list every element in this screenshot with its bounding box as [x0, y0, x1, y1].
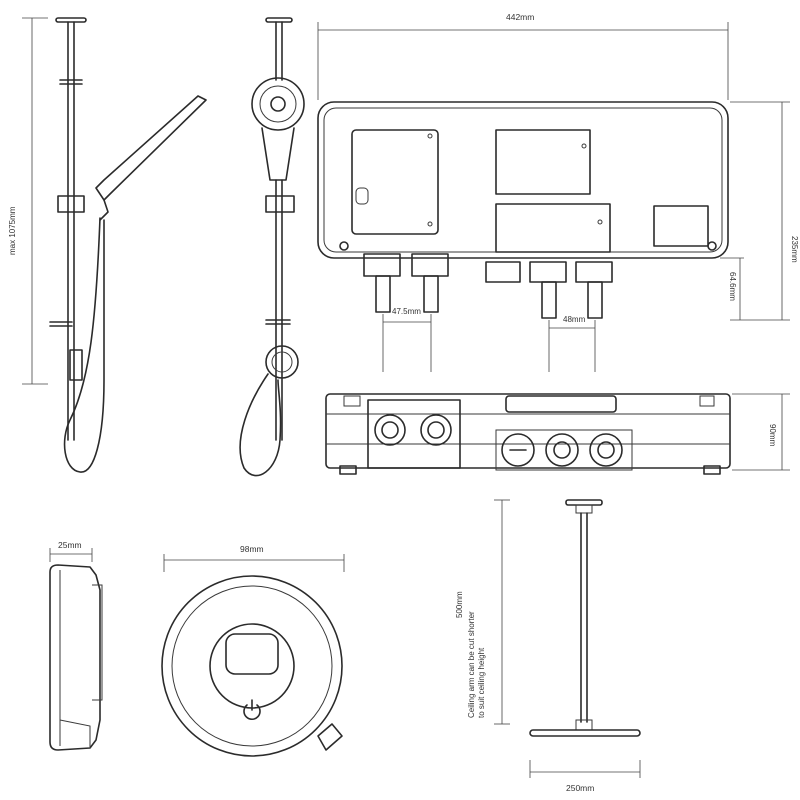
pipe-spacing-left-label: 47.5mm [392, 307, 421, 316]
controller-depth-dimension: 25mm [49, 540, 93, 562]
ceiling-arm-length-dimension: 500mm Ceiling arm can be cut shorter to … [455, 499, 510, 725]
height-dimension: max 1075mm [8, 17, 48, 385]
main-unit-bottom-view [325, 393, 731, 475]
pipe-spacing-left: 47.5mm [382, 307, 432, 372]
unit-height-label: 235mm [790, 236, 799, 263]
ceiling-arm-length-label: 500mm [455, 591, 464, 618]
riser-rail-side-view [49, 17, 207, 473]
height-label: max 1075mm [8, 206, 17, 255]
pipe-spacing-right: 48mm [548, 315, 596, 372]
controller-width-label: 98mm [240, 544, 264, 554]
main-unit-front-view [317, 101, 729, 319]
width-dimension: 442mm [317, 12, 729, 100]
unit-depth-label: 90mm [768, 424, 777, 447]
controller-side-view [49, 564, 103, 751]
depth-dimension: 235mm 64.6mm [720, 101, 799, 321]
shower-head-width-dimension: 250mm [529, 760, 641, 793]
pipe-spacing-right-label: 48mm [563, 315, 586, 324]
ceiling-arm-note-line-1: Ceiling arm can be cut shorter [467, 611, 476, 718]
controller-depth-label: 25mm [58, 540, 82, 550]
controller-front-view [161, 575, 343, 757]
ceiling-arm [529, 499, 641, 737]
bottom-depth-dimension: 90mm [732, 393, 790, 471]
pipe-drop-label: 64.6mm [728, 272, 737, 301]
power-icon[interactable] [243, 699, 261, 720]
shower-head-width-label: 250mm [566, 783, 594, 793]
controller-width-dimension: 98mm [163, 544, 345, 572]
riser-rail-front-view [239, 17, 305, 477]
width-label: 442mm [506, 12, 534, 22]
ceiling-arm-note-line-2: to suit ceiling height [477, 647, 486, 718]
